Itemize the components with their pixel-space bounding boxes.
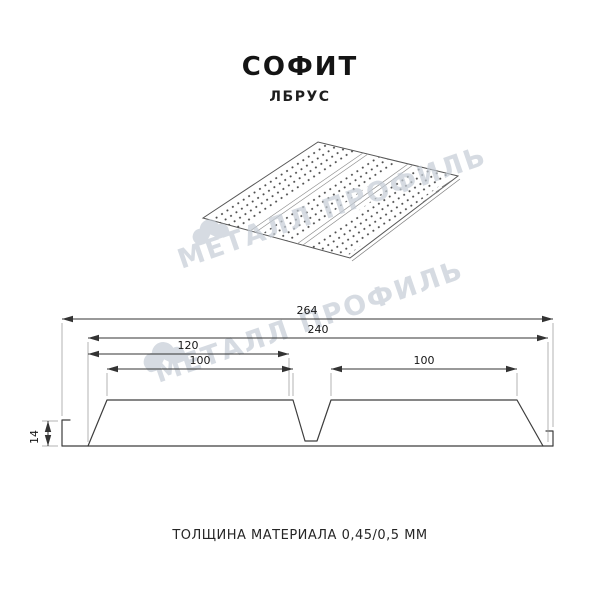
dim-label-right-pan: 100 — [414, 354, 435, 367]
profile-sheet — [87, 399, 544, 447]
profile-right-lock — [545, 430, 554, 447]
dim-label-overall-width: 264 — [297, 304, 318, 317]
dim-label-working-width: 240 — [308, 323, 329, 336]
metall-profil-logo-icon — [192, 219, 230, 246]
product-subtitle: ЛБРУС — [269, 89, 331, 105]
cross-section — [61, 399, 554, 447]
dim-label-profile-height: 14 — [28, 430, 41, 444]
dim-label-groove-offset: 120 — [178, 339, 199, 352]
perspective-panel — [201, 141, 461, 262]
dim-label-left-pan: 100 — [190, 354, 211, 367]
panel-edge-thickness — [351, 178, 461, 262]
product-title: СОФИТ — [241, 52, 359, 82]
perforation-band — [262, 156, 402, 242]
perforation-band — [209, 143, 357, 229]
header: СОФИТ ЛБРУС — [0, 52, 600, 105]
perforation-band — [309, 166, 454, 257]
material-thickness-note: ТОЛЩИНА МАТЕРИАЛА 0,45/0,5 ММ — [172, 528, 428, 543]
end-hatching — [422, 180, 452, 203]
fold-lines — [249, 152, 414, 246]
dimensions: 264 240 120 100 100 14 — [28, 304, 554, 447]
profile-left-lock — [61, 419, 71, 447]
